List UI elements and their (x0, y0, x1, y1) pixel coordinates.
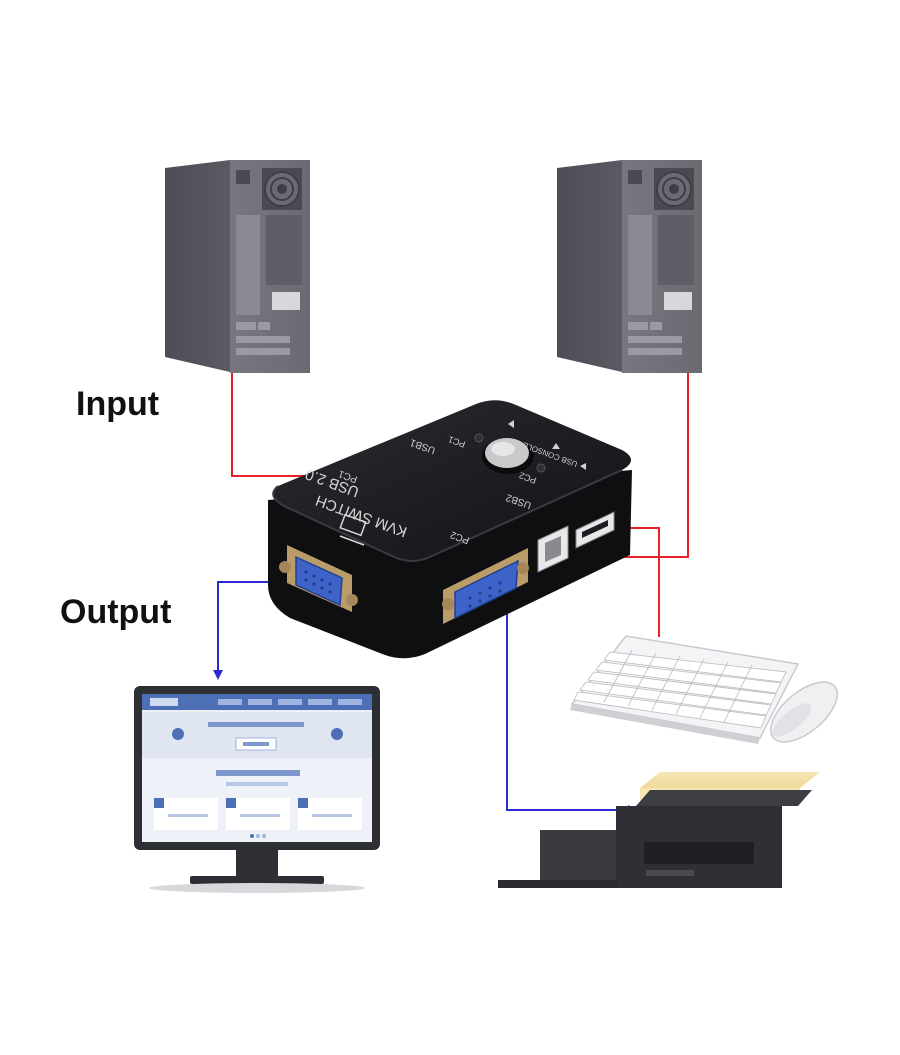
computer-tower-icon (165, 160, 310, 373)
input-label: Input (76, 385, 159, 423)
output-label: Output (60, 593, 171, 631)
keyboard-icon (570, 635, 800, 744)
mouse-icon (770, 681, 838, 743)
vga-port-pc1 (279, 545, 358, 612)
vga-port-pc2 (442, 548, 529, 624)
kvm-logo-icon (339, 513, 367, 546)
computer-tower-icon (557, 160, 702, 373)
monitor-icon (134, 686, 380, 893)
usb-b-port (537, 525, 569, 573)
printer-icon (498, 772, 820, 888)
usb-a-port (575, 511, 615, 549)
kvm-switch-device: USB 2.0 KVM SWITCH PC1 USB1 PC1 PC2 USB2… (268, 400, 632, 659)
